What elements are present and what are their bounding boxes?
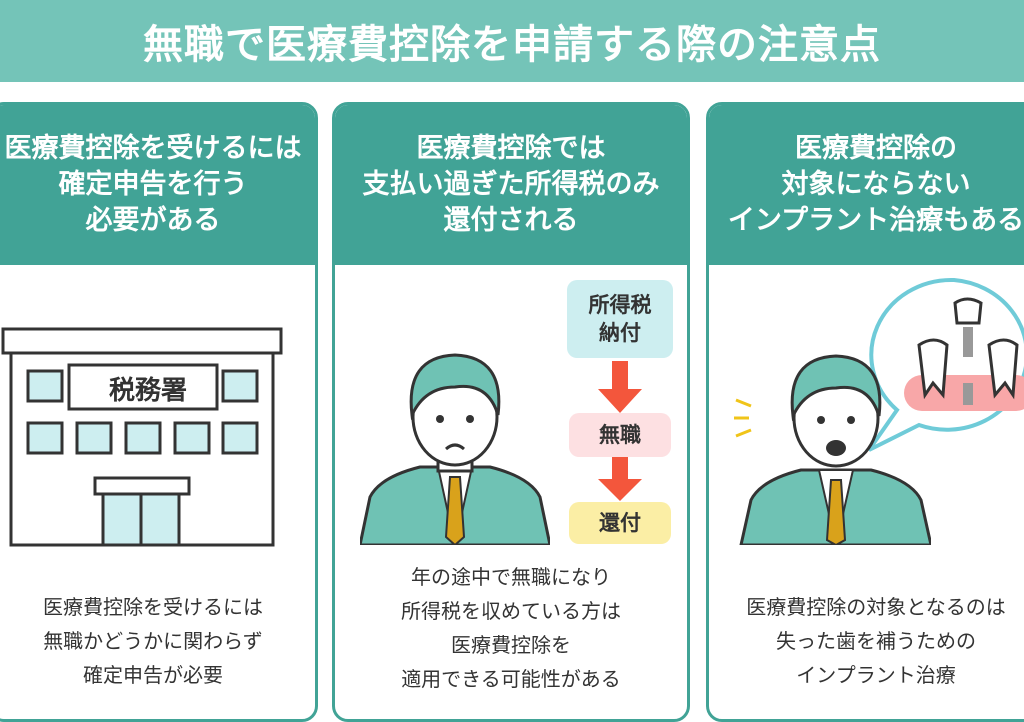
desc-line: 適用できる可能性がある <box>401 667 621 691</box>
tax-office-sign: 税務署 <box>108 376 187 406</box>
heading-line: 対象にならない <box>781 169 971 200</box>
arrow-down-icon <box>598 457 642 501</box>
arrow-down-icon <box>598 361 642 413</box>
heading-line: 医療費控除では <box>416 133 606 164</box>
flow-step-tax-paid: 所得税 納付 <box>567 280 673 358</box>
card-implant: 医療費控除の 対象にならない インプラント治療もある 医療費控除の対象となるのは… <box>706 102 1024 722</box>
man-illustration <box>734 354 931 545</box>
heading-line: 必要がある <box>85 205 221 236</box>
page-title: 無職で医療費控除を申請する際の注意点 <box>143 22 881 68</box>
card-refund: 医療費控除では 支払い過ぎた所得税のみ 還付される 所得税 納付 無職 還付 年… <box>332 102 690 722</box>
card-tax-return: 医療費控除を受けるには 確定申告を行う 必要がある 税務署 医療費控除を受けるに… <box>0 102 318 722</box>
desc-line: インプラント治療 <box>796 663 956 687</box>
heading-line: インプラント治療もある <box>727 205 1024 236</box>
desc-line: 医療費控除を受けるには <box>43 595 263 619</box>
flow-step-unemployed: 無職 <box>569 413 671 457</box>
desc-line: 失った歯を補うための <box>776 629 976 653</box>
heading-line: 医療費控除の <box>795 133 957 164</box>
speech-bubble-teeth-illustration <box>867 277 1024 452</box>
card-heading: 医療費控除の 対象にならない インプラント治療もある <box>709 105 1024 265</box>
desc-line: 医療費控除の対象となるのは <box>746 595 1006 619</box>
worried-man-illustration <box>360 353 550 545</box>
desc-line: 確定申告が必要 <box>83 663 223 687</box>
desc-line: 医療費控除を <box>451 633 571 657</box>
desc-line: 無職かどうかに関わらず <box>43 629 263 653</box>
heading-line: 支払い過ぎた所得税のみ <box>362 169 660 200</box>
card-description: 医療費控除を受けるには 無職かどうかに関わらず 確定申告が必要 <box>0 590 315 692</box>
flow-step-refund: 還付 <box>569 502 671 544</box>
heading-line: 確定申告を行う <box>58 169 248 200</box>
heading-line: 還付される <box>443 205 579 236</box>
card-description: 医療費控除の対象となるのは 失った歯を補うための インプラント治療 <box>709 590 1024 692</box>
heading-line: 医療費控除を受けるには <box>4 133 302 164</box>
desc-line: 年の途中で無職になり <box>411 565 611 589</box>
tax-office-building-illustration <box>1 327 283 547</box>
card-heading: 医療費控除を受けるには 確定申告を行う 必要がある <box>0 105 315 265</box>
title-banner: 無職で医療費控除を申請する際の注意点 <box>0 0 1024 82</box>
desc-line: 所得税を収めている方は <box>401 599 621 623</box>
card-description: 年の途中で無職になり 所得税を収めている方は 医療費控除を 適用できる可能性があ… <box>335 560 687 696</box>
card-heading: 医療費控除では 支払い過ぎた所得税のみ 還付される <box>335 105 687 265</box>
